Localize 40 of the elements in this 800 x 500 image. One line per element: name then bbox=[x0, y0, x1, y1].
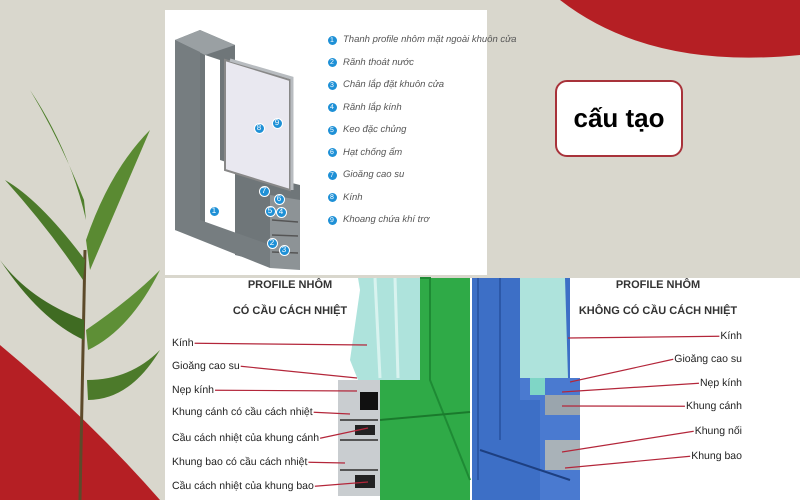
leader-line bbox=[564, 456, 690, 469]
leader-line bbox=[314, 412, 350, 415]
part-label: Khung nối bbox=[694, 425, 742, 438]
legend-item-text: Khoang chứa khí trơ bbox=[343, 215, 430, 224]
legend-item-text: Rãnh lắp kính bbox=[343, 102, 402, 112]
legend-item-text: Kính bbox=[343, 192, 363, 202]
part-label: Nẹp kính bbox=[172, 384, 214, 396]
legend-item-text: Thanh profile nhôm mặt ngoài khuôn cửa bbox=[343, 35, 516, 44]
leader-line bbox=[562, 430, 694, 453]
leader-line bbox=[568, 336, 720, 339]
legend-item-text: Chân lắp đặt khuôn cửa bbox=[343, 80, 444, 90]
part-label: Nẹp kính bbox=[700, 377, 742, 390]
part-label: Cầu cách nhiệt của khung bao bbox=[172, 480, 314, 492]
leader-line bbox=[570, 358, 674, 383]
part-label: Kính bbox=[720, 330, 742, 342]
part-label: Gioăng cao su bbox=[172, 360, 240, 372]
leader-line bbox=[320, 427, 368, 439]
leader-line bbox=[194, 342, 367, 346]
section-heading: KHÔNG CÓ CẦU CÁCH NHIỆT bbox=[578, 306, 738, 317]
legend-item-text: Rãnh thoát nước bbox=[343, 58, 414, 67]
leader-line bbox=[314, 481, 368, 487]
part-label: Khung cánh có cầu cách nhiệt bbox=[172, 406, 313, 418]
part-label: Cầu cách nhiệt của khung cánh bbox=[172, 432, 320, 444]
legend-item-text: Keo đặc chủng bbox=[343, 125, 406, 134]
section-heading: PROFILE NHÔM bbox=[248, 280, 332, 291]
part-label: Khung bao bbox=[691, 450, 742, 462]
leader-line bbox=[562, 382, 699, 393]
legend-item-text: Hạt chống ẩm bbox=[343, 148, 402, 157]
leader-line bbox=[240, 366, 358, 379]
part-label: Kính bbox=[172, 337, 194, 350]
section-heading: PROFILE NHÔM bbox=[616, 280, 700, 291]
section-heading: CÓ CẦU CÁCH NHIỆT bbox=[232, 306, 348, 317]
leader-line bbox=[215, 390, 357, 392]
part-label: Gioăng cao su bbox=[674, 353, 742, 366]
leader-line bbox=[562, 405, 685, 407]
part-label: Khung bao có cầu cách nhiệt bbox=[172, 456, 308, 468]
part-label: Khung cánh bbox=[686, 400, 742, 412]
title-box: cấu tạo bbox=[555, 80, 683, 157]
leader-line bbox=[308, 462, 346, 464]
legend-item-text: Gioăng cao su bbox=[343, 170, 404, 180]
